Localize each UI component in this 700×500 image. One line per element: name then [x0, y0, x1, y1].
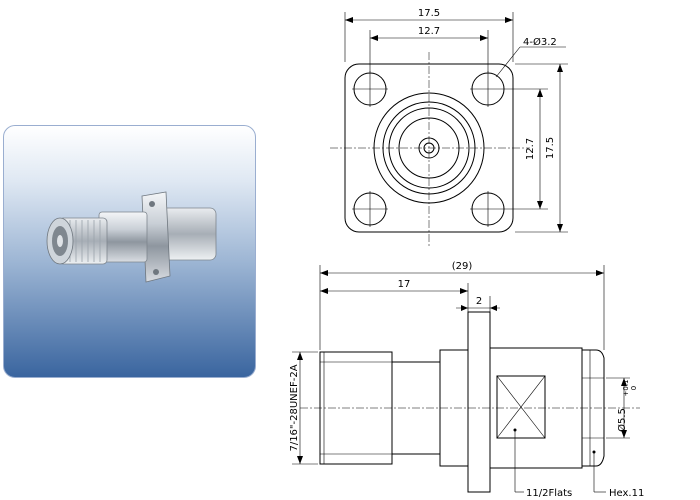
dim-hole-spacing-width: 12.7 — [418, 26, 440, 37]
dim-pin-diameter: Ø5.5 — [616, 408, 628, 432]
hex-end — [581, 349, 605, 467]
dim-overall-width: 17.5 — [418, 8, 440, 19]
side-flange — [467, 311, 491, 493]
label-hex: Hex.11 — [609, 488, 644, 499]
connector-illustration — [46, 191, 217, 283]
side-view: (29) 17 2 7/16"-28UNEF-2A Ø5.5 +0.1 — [289, 261, 644, 499]
dim-pin-tolerance-upper: +0.1 — [622, 380, 630, 397]
front-view: 17.5 12.7 4-Ø3.2 12.7 17.5 — [330, 8, 568, 248]
dim-total-length: (29) — [452, 261, 473, 272]
dim-hole-spec: 4-Ø3.2 — [523, 36, 557, 48]
dim-length-to-flange: 17 — [398, 279, 411, 290]
dim-overall-height: 17.5 — [545, 137, 556, 159]
flats-square — [496, 375, 546, 439]
dim-pin-tolerance-lower: 0 — [630, 386, 638, 390]
product-photo-panel — [3, 125, 256, 378]
dim-flange-thickness: 2 — [476, 296, 482, 307]
dim-hole-spacing-height: 12.7 — [525, 138, 536, 160]
dim-thread-spec: 7/16"-28UNEF-2A — [289, 364, 300, 451]
label-flats: 11/2Flats — [526, 488, 572, 499]
